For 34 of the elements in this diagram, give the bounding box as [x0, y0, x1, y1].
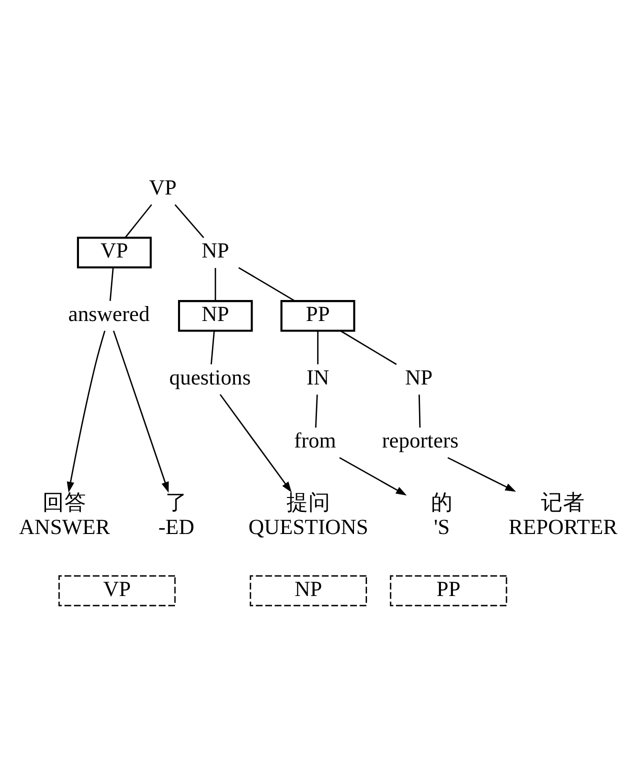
connector — [210, 331, 215, 364]
node-text: 回答 ANSWER — [18, 490, 110, 539]
connector — [238, 267, 296, 302]
arrow — [339, 457, 407, 496]
arrow — [220, 394, 292, 492]
node-text: IN — [306, 365, 330, 390]
connector — [418, 394, 421, 428]
connector — [315, 394, 318, 428]
node-text: 提问 QUESTIONS — [248, 490, 368, 539]
node-text: from — [294, 428, 336, 453]
node-box: PP — [280, 300, 356, 332]
node-box: NP — [178, 300, 253, 332]
node-text: 的 'S — [430, 490, 453, 539]
node-text: 记者 REPORTER — [508, 490, 618, 539]
node-box: NP — [250, 575, 368, 606]
connector — [110, 268, 114, 302]
connector — [124, 204, 152, 238]
node-text: NP — [405, 365, 433, 390]
node-text: questions — [169, 365, 251, 390]
arrow — [66, 330, 106, 493]
connector — [214, 268, 216, 301]
node-text: VP — [149, 175, 177, 200]
node-text: reporters — [382, 428, 459, 453]
node-text: answered — [68, 302, 150, 326]
node-box: VP — [58, 575, 176, 606]
node-text: NP — [202, 238, 230, 263]
node-text: 了 -ED — [158, 490, 194, 539]
node-box: VP — [76, 236, 152, 268]
arrow — [112, 330, 169, 493]
node-box: PP — [390, 575, 508, 606]
connector — [340, 330, 397, 365]
connector — [317, 331, 318, 364]
arrow — [447, 457, 516, 492]
connector — [174, 204, 204, 238]
